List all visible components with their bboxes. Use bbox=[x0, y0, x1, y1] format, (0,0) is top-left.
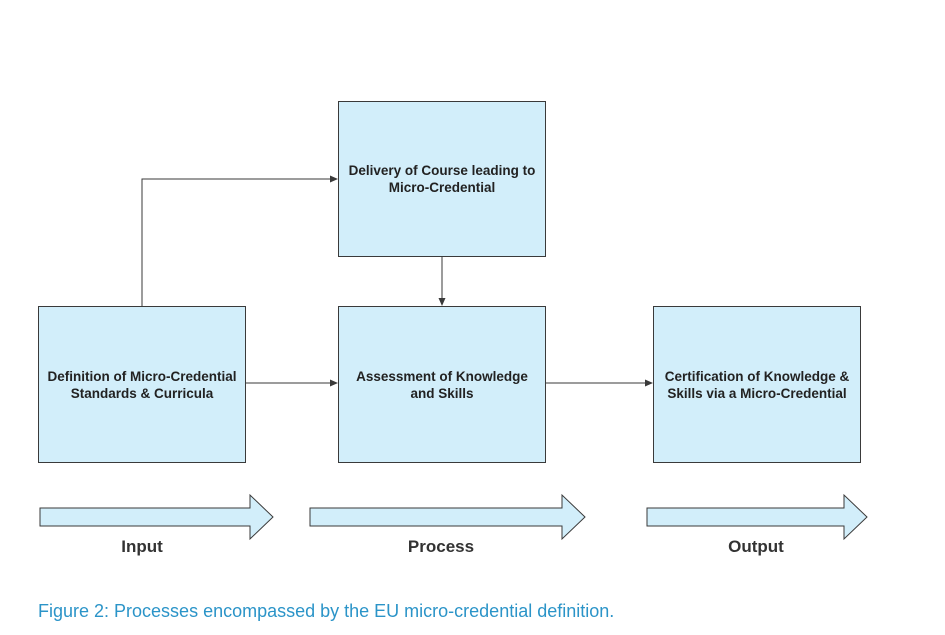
assessment-box: Assessment of Knowledge and Skills bbox=[338, 306, 546, 463]
certification-box: Certification of Knowledge & Skills via … bbox=[653, 306, 861, 463]
output-stage-arrow bbox=[646, 493, 868, 541]
connector-definition-to-delivery bbox=[141, 175, 338, 306]
definition-box: Definition of Micro-Credential Standards… bbox=[38, 306, 246, 463]
figure-caption: Figure 2: Processes encompassed by the E… bbox=[38, 601, 615, 621]
output-stage-label: Output bbox=[728, 537, 784, 556]
process-stage-arrow bbox=[309, 493, 586, 541]
delivery-box: Delivery of Course leading to Micro-Cred… bbox=[338, 101, 546, 257]
process-stage-label: Process bbox=[407, 537, 475, 556]
input-stage-label: Input bbox=[121, 537, 163, 556]
input-stage-arrow bbox=[39, 493, 274, 541]
